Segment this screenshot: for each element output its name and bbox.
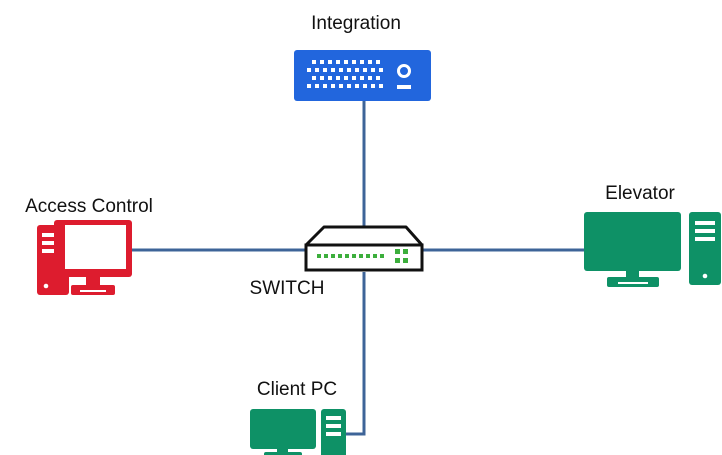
integration-node[interactable]: Integration — [294, 13, 431, 101]
desktop-pc-icon — [584, 212, 721, 287]
dvr-recorder-icon — [294, 50, 431, 101]
switch-label: SWITCH — [250, 278, 325, 299]
switch-node[interactable]: SWITCH — [250, 225, 424, 299]
client-pc-node[interactable]: Client PC — [250, 379, 346, 455]
elevator-label: Elevator — [605, 183, 675, 204]
access-control-node[interactable]: Access Control — [25, 196, 153, 295]
network-switch-icon — [304, 225, 424, 272]
integration-label: Integration — [311, 13, 401, 34]
elevator-node[interactable]: Elevator — [584, 183, 721, 287]
client-pc-label: Client PC — [257, 379, 337, 400]
desktop-pc-icon — [37, 220, 132, 295]
connections — [132, 101, 584, 436]
desktop-pc-icon — [250, 409, 346, 455]
connection-switch-client-pc — [346, 272, 366, 436]
access-control-label: Access Control — [25, 196, 153, 217]
